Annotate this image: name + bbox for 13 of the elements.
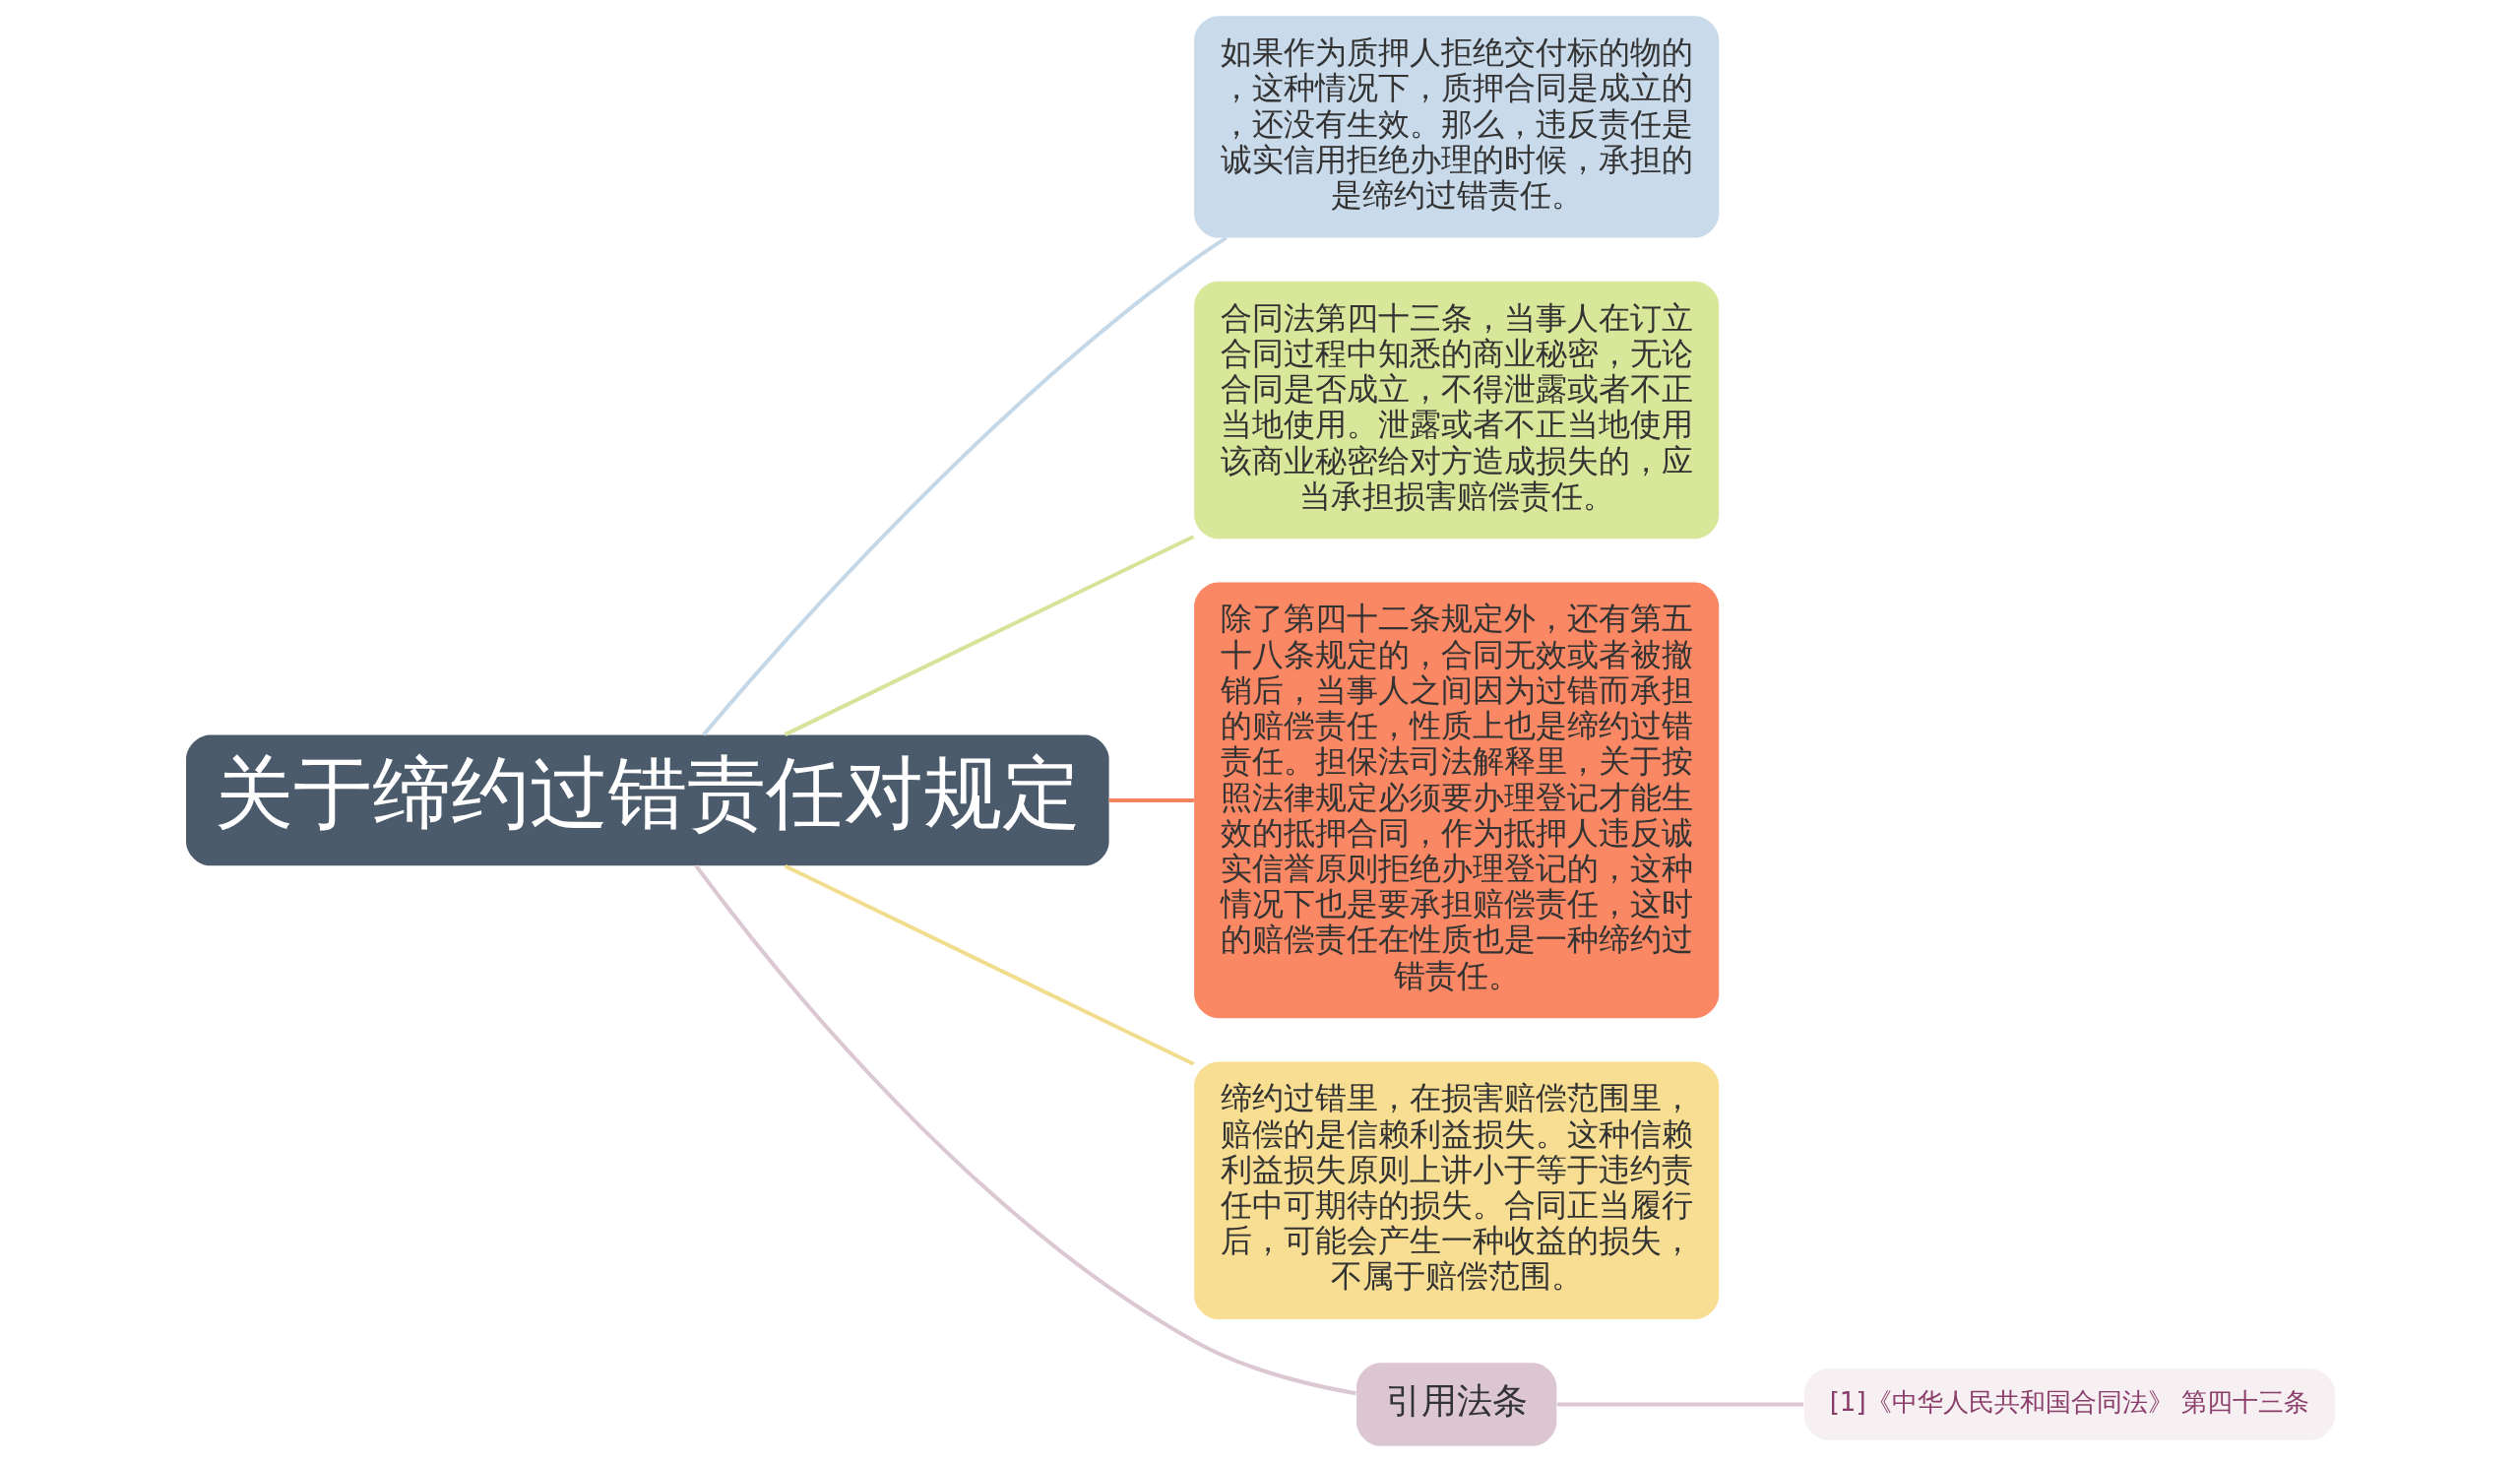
node-box: 如果作为质押人拒绝交付标的物的，这种情况下，质押合同是成立的，还没有生效。那么，违反责任是诚实信用拒绝办理的时候，承担的是缔约过错责任。 <box>1193 16 1719 238</box>
node-box: [1]《中华人民共和国合同法》 第四十三条 <box>1803 1368 2335 1440</box>
node-box: 除了第四十二条规定外，还有第五十八条规定的，合同无效或者被撤销后，当事人之间因为过错而承担的赔偿责任，性质上也是缔约过错责任。担保法司法解释里，关于按照法律规定必须要办理登记才能生效的抵押合同，作为抵押人违反诚实信誉原则拒绝办理登记的，这种情况下也是要承担赔偿责任，这时的赔偿责任在性质也是一种缔约过错责任。 <box>1193 582 1719 1019</box>
node-box: 引用法条 <box>1355 1363 1556 1446</box>
connector <box>1556 1402 1803 1407</box>
connector <box>784 863 1194 1066</box>
node-box: 缔约过错里，在损害赔偿范围里，赔偿的是信赖利益损失。这种信赖利益损失原则上讲小于等于违约责任中可期待的损失。合同正当履行后，可能会产生一种收益的损失，不属于赔偿范围。 <box>1193 1061 1719 1320</box>
node-box: 合同法第四十三条，当事人在订立合同过程中知悉的商业秘密，无论合同是否成立，不得泄露或者不正当地使用。泄露或者不正当地使用该商业秘密给对方造成损失的，应当承担损害赔偿责任。 <box>1193 281 1719 540</box>
connector <box>784 535 1194 736</box>
connector <box>694 864 1356 1396</box>
connector <box>1108 797 1194 802</box>
connector <box>701 235 1228 736</box>
node-box: 关于缔约过错责任对规定 <box>185 734 1109 866</box>
